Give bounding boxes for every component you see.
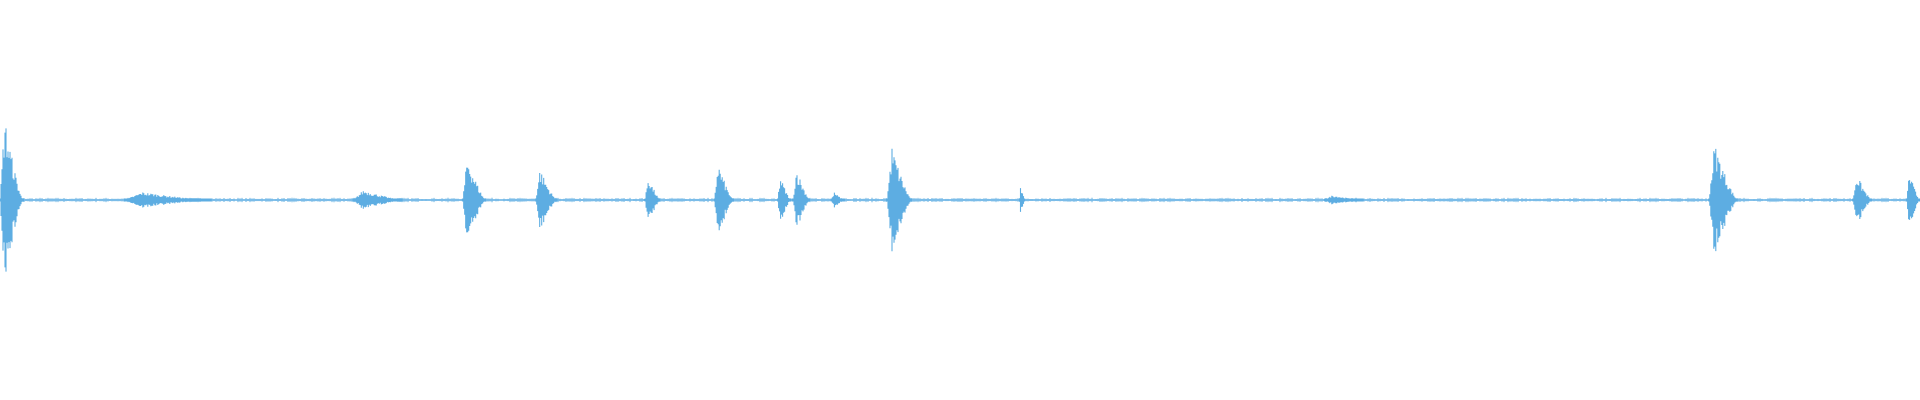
waveform-burst: [462, 167, 487, 233]
waveform-burst: [886, 148, 912, 252]
waveform-burst: [1708, 148, 1738, 252]
waveform-burst: [713, 169, 734, 231]
waveform-burst: [644, 183, 661, 217]
waveform-burst: [777, 181, 792, 219]
waveform-burst: [1018, 188, 1026, 212]
waveform-burst: [1324, 195, 1364, 205]
waveform-burst: [535, 173, 558, 227]
waveform-burst: [352, 191, 403, 209]
waveform-noise: [0, 197, 1919, 203]
waveform-burst: [124, 192, 212, 208]
waveform-burst: [0, 128, 24, 272]
waveform-burst: [1906, 180, 1920, 220]
waveform-bursts: [0, 128, 1920, 272]
waveform-burst: [792, 175, 811, 225]
waveform-burst: [830, 192, 845, 208]
waveform-burst: [1852, 181, 1873, 219]
